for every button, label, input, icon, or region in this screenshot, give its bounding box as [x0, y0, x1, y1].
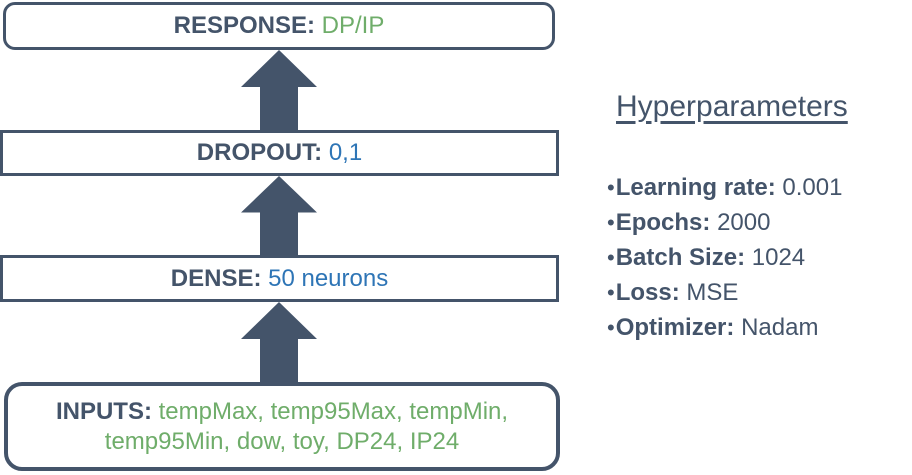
up-arrow-icon — [241, 50, 317, 130]
layer-label-dense: DENSE: — [170, 264, 262, 292]
hyperparameter-item-learning-rate: •Learning rate: 0.001 — [607, 170, 842, 205]
layer-value-dropout: 0,1 — [328, 139, 363, 166]
layer-value-inputs-line1: tempMax, temp95Max, tempMin, — [158, 397, 509, 425]
bullet-icon: • — [607, 175, 615, 200]
layer-value-inputs-line2: temp95Min, dow, toy, DP24, IP24 — [104, 427, 460, 455]
hyperparameters-list: •Learning rate: 0.001 •Epochs: 2000 •Bat… — [607, 170, 842, 345]
up-arrow-icon — [241, 176, 317, 255]
hyperparameter-item-loss: •Loss: MSE — [607, 275, 842, 310]
layer-label-inputs: INPUTS: — [55, 397, 152, 425]
hyperparameter-value: Nadam — [741, 314, 819, 341]
layer-value-dense: 50 neurons — [268, 264, 389, 292]
hyperparameter-value: 2000 — [717, 209, 771, 236]
hyperparameter-label: Epochs: — [615, 209, 711, 236]
layer-box-response: RESPONSE: DP/IP — [3, 2, 555, 50]
layer-box-inputs: INPUTS: tempMax, temp95Max, tempMin, tem… — [4, 382, 560, 471]
bullet-icon: • — [607, 210, 615, 235]
hyperparameter-label: Learning rate: — [615, 174, 776, 201]
up-arrow-icon — [241, 302, 317, 382]
layer-box-dropout: DROPOUT: 0,1 — [0, 130, 559, 176]
bullet-icon: • — [607, 280, 615, 305]
hyperparameter-item-optimizer: •Optimizer: Nadam — [607, 310, 842, 345]
hyperparameter-value: 1024 — [751, 244, 806, 271]
hyperparameter-item-epochs: •Epochs: 2000 — [607, 205, 842, 240]
bullet-icon: • — [607, 245, 615, 270]
hyperparameter-value: 0.001 — [782, 174, 843, 201]
hyperparameter-item-batch-size: •Batch Size: 1024 — [607, 240, 842, 275]
layer-label-response: RESPONSE: — [173, 12, 315, 39]
bullet-icon: • — [607, 315, 615, 340]
hyperparameters-title: Hyperparameters — [616, 90, 848, 123]
layer-label-dropout: DROPOUT: — [196, 139, 323, 166]
layer-box-dense: DENSE: 50 neurons — [0, 255, 559, 302]
hyperparameter-label: Batch Size: — [615, 244, 746, 271]
hyperparameter-label: Loss: — [615, 279, 680, 306]
hyperparameter-value: MSE — [686, 279, 739, 306]
inputs-text: INPUTS: tempMax, temp95Max, tempMin, tem… — [56, 397, 508, 457]
layer-value-response: DP/IP — [321, 12, 385, 39]
hyperparameter-label: Optimizer: — [615, 314, 735, 341]
